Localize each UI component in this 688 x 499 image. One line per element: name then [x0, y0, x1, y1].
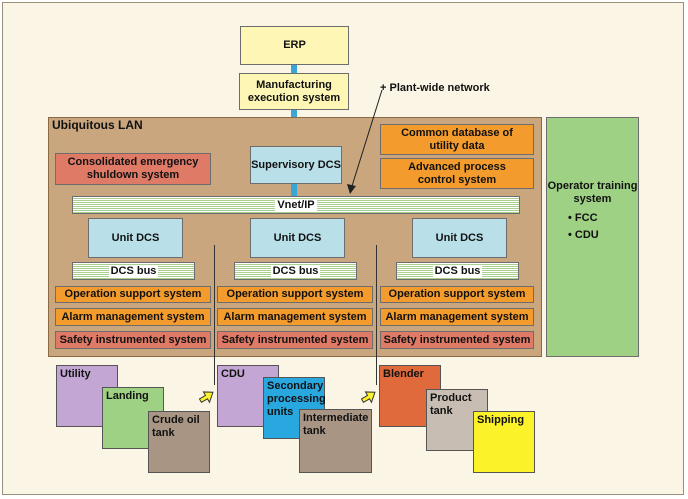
emergency-shutdown-box: Consolidated emergency shuldown system — [55, 153, 211, 185]
operation-support-box: Operation support system — [217, 286, 373, 303]
alarm-management-box: Alarm management system — [380, 308, 534, 326]
secondary-processing-tile: Secondary processing units — [263, 377, 326, 439]
dcs-bus: DCS bus — [396, 262, 519, 280]
product-tank-tile: Product tank — [426, 389, 488, 451]
erp-mes-link — [291, 65, 297, 74]
flow-arrow-icon — [199, 391, 214, 404]
dcs-bus-label: DCS bus — [270, 264, 321, 277]
column-divider — [376, 245, 377, 385]
operation-support-box: Operation support system — [380, 286, 534, 303]
erp-box: ERP — [240, 26, 349, 65]
ubiquitous-lan-title: Ubiquitous LAN — [52, 118, 143, 132]
safety-instrumented-box: Safety instrumented system — [217, 331, 373, 349]
intermediate-tank-tile: Intermediate tank — [299, 409, 372, 473]
unit-dcs-box: Unit DCS — [250, 218, 345, 258]
supervisory-vnet-link — [291, 183, 297, 196]
operator-training-panel — [546, 117, 639, 357]
common-database-box: Common database of utility data — [380, 124, 534, 155]
dcs-bus-label: DCS bus — [108, 264, 159, 277]
dcs-bus-label: DCS bus — [432, 264, 483, 277]
plant-wide-network-note: + Plant-wide network — [380, 82, 490, 94]
safety-instrumented-box: Safety instrumented system — [380, 331, 534, 349]
dcs-bus: DCS bus — [72, 262, 195, 280]
operator-training-title: Operator training system — [547, 180, 638, 205]
mes-box: Manufacturing execution system — [239, 73, 349, 110]
column-divider — [214, 245, 215, 385]
plant-wide-network-arrow — [347, 89, 383, 194]
training-item-fcc: • FCC — [568, 212, 598, 224]
alarm-management-box: Alarm management system — [55, 308, 211, 326]
operation-support-box: Operation support system — [55, 286, 211, 303]
dcs-bus: DCS bus — [234, 262, 357, 280]
flow-arrow-icon — [361, 391, 376, 404]
crude-oil-tank-tile: Crude oil tank — [148, 411, 210, 473]
safety-instrumented-box: Safety instrumented system — [55, 331, 211, 349]
vnet-ip-bus: Vnet/IP — [72, 196, 520, 214]
apc-box: Advanced process control system — [380, 158, 534, 189]
unit-dcs-box: Unit DCS — [412, 218, 507, 258]
unit-dcs-box: Unit DCS — [88, 218, 183, 258]
vnet-ip-label: Vnet/IP — [275, 198, 317, 211]
alarm-management-box: Alarm management system — [217, 308, 373, 326]
supervisory-dcs-box: Supervisory DCS — [250, 146, 342, 184]
shipping-tile: Shipping — [473, 411, 535, 473]
training-item-cdu: • CDU — [568, 229, 599, 241]
